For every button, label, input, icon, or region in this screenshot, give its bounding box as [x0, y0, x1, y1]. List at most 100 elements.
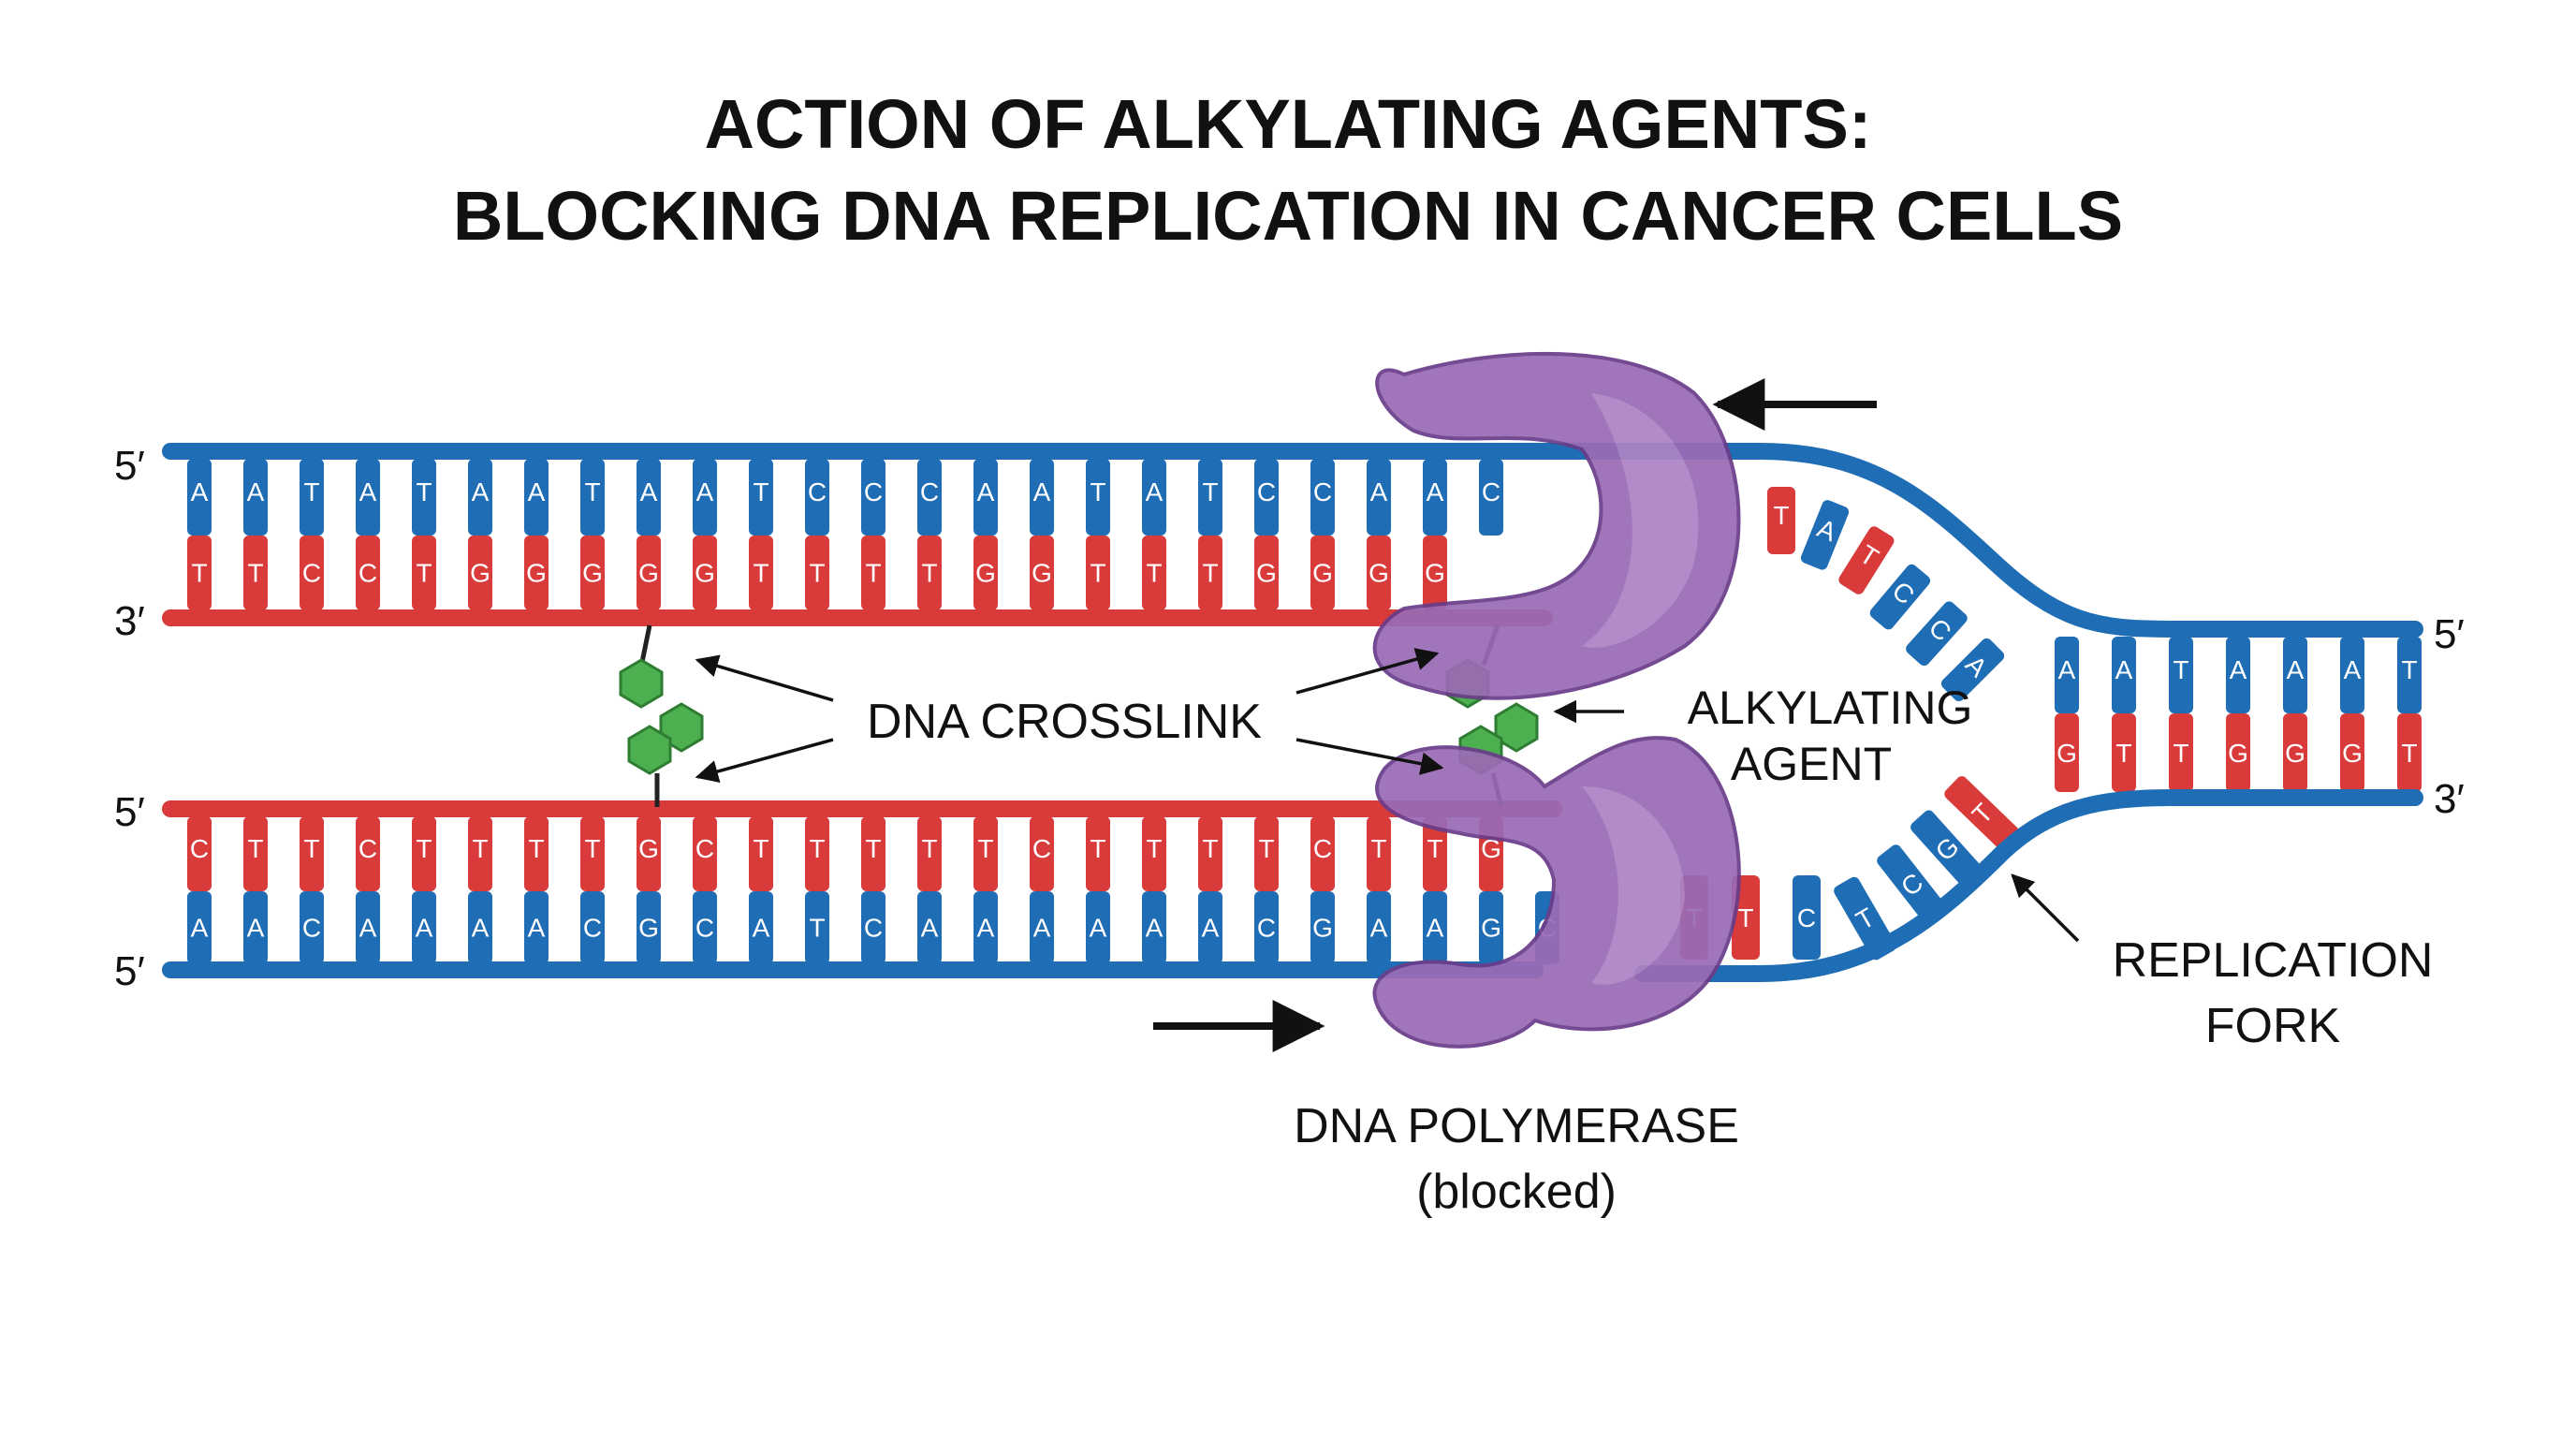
base-block — [1367, 459, 1391, 536]
base-block — [805, 816, 829, 891]
base-A: A — [524, 891, 549, 964]
end-label-top-5: 5′ — [114, 443, 145, 489]
base-G: G — [1254, 536, 1279, 610]
base-letter: A — [1370, 477, 1388, 506]
base-block — [1086, 536, 1110, 610]
base-block — [2283, 713, 2307, 792]
base-letter: G — [638, 834, 659, 863]
base-T: T — [2397, 637, 2422, 713]
base-block — [917, 816, 942, 891]
base-T: T — [1198, 459, 1222, 536]
base-T: T — [805, 536, 829, 610]
base-letter: G — [2342, 739, 2363, 768]
base-G: G — [2340, 713, 2364, 792]
base-letter: A — [977, 913, 995, 942]
base-letter: C — [190, 834, 209, 863]
base-T: T — [2112, 713, 2136, 792]
base-A: A — [524, 459, 549, 536]
base-block — [1142, 816, 1166, 891]
base-T: T — [187, 536, 212, 610]
base-letter: T — [977, 834, 993, 863]
base-block — [973, 891, 998, 964]
base-letter: T — [865, 834, 881, 863]
fork-bottom-backbone — [1634, 789, 2423, 982]
crosslink-pointer-right-top — [1295, 648, 1440, 695]
base-block — [637, 816, 661, 891]
base-block — [1838, 526, 1895, 594]
base-block — [1800, 500, 1850, 570]
base-T: T — [524, 816, 549, 891]
base-letter: T — [753, 477, 768, 506]
base-block — [1030, 891, 1054, 964]
base-letter: T — [472, 834, 488, 863]
base-block — [1423, 891, 1447, 964]
base-letter: G — [582, 559, 603, 588]
base-letter: A — [359, 913, 377, 942]
base-letter: T — [1773, 501, 1789, 530]
base-block — [300, 536, 324, 610]
base-block — [749, 816, 773, 891]
base-block — [861, 891, 886, 964]
base-G: G — [2283, 713, 2307, 792]
base-C: C — [300, 891, 324, 964]
base-T: T — [300, 459, 324, 536]
base-block — [1869, 564, 1931, 630]
base-block — [412, 536, 436, 610]
base-block — [1142, 536, 1166, 610]
base-block — [749, 459, 773, 536]
base-block — [1906, 601, 1968, 667]
base-block — [1367, 536, 1391, 610]
base-A: A — [1142, 891, 1166, 964]
base-block — [524, 536, 549, 610]
base-block — [1310, 891, 1335, 964]
base-G: G — [2226, 713, 2250, 792]
base-letter: G — [638, 559, 659, 588]
base-A: A — [412, 891, 436, 964]
base-C: C — [1906, 601, 1968, 667]
base-T: T — [1767, 487, 1795, 554]
end-label-bottom-5b: 5′ — [114, 948, 145, 994]
base-block — [2169, 713, 2193, 792]
base-letter: T — [247, 559, 263, 588]
base-letter: G — [2056, 739, 2077, 768]
base-letter: A — [921, 913, 939, 942]
base-letter: C — [920, 477, 939, 506]
base-letter: G — [1312, 559, 1333, 588]
base-letter: A — [528, 913, 546, 942]
base-letter: T — [753, 559, 768, 588]
base-T: T — [243, 536, 268, 610]
base-A: A — [2283, 637, 2307, 713]
base-block — [243, 891, 268, 964]
polymerase-label-line1: DNA POLYMERASE — [1294, 1099, 1739, 1153]
base-block — [1254, 536, 1279, 610]
base-letter: A — [528, 477, 546, 506]
base-block — [1310, 816, 1335, 891]
base-letter: C — [583, 913, 602, 942]
base-T: T — [1198, 536, 1222, 610]
end-label-right-5: 5′ — [2434, 611, 2465, 657]
end-label-top-3: 3′ — [114, 598, 145, 644]
base-block — [2169, 637, 2193, 713]
base-block — [1198, 891, 1222, 964]
base-A: A — [1030, 891, 1054, 964]
base-letter: T — [1090, 559, 1105, 588]
base-block — [580, 891, 605, 964]
base-block — [524, 891, 549, 964]
base-letter: G — [470, 559, 490, 588]
base-block — [805, 459, 829, 536]
base-block — [2055, 713, 2079, 792]
base-T: T — [1423, 816, 1447, 891]
base-block — [917, 459, 942, 536]
top-blue-backbone — [162, 443, 2423, 638]
base-block — [356, 816, 380, 891]
base-letter: G — [1032, 559, 1052, 588]
base-T: T — [805, 816, 829, 891]
base-block — [187, 536, 212, 610]
base-letter: C — [1313, 477, 1332, 506]
base-A: A — [2112, 637, 2136, 713]
base-block — [1367, 816, 1391, 891]
base-letter: T — [1146, 834, 1162, 863]
end-label-right-3: 3′ — [2434, 776, 2465, 822]
base-block — [468, 891, 492, 964]
base-letter: T — [753, 834, 768, 863]
